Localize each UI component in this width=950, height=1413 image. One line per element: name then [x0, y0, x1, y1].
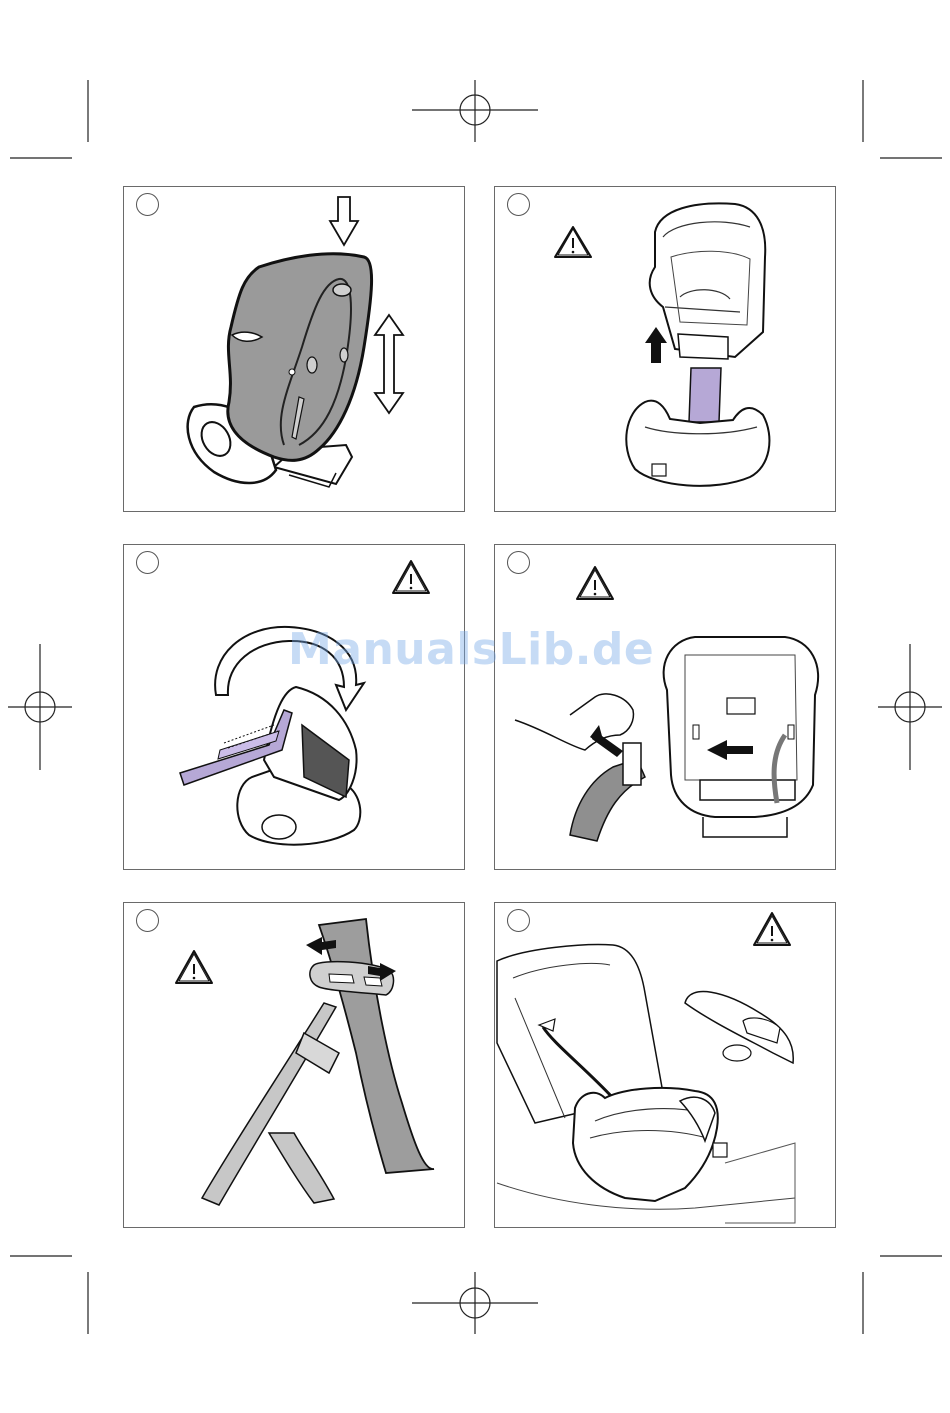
- step-panel-2: [494, 186, 836, 512]
- buckle-connect-illustration: [495, 545, 836, 870]
- step-number-badge: [507, 193, 530, 216]
- registration-mark-right: [878, 644, 942, 770]
- step-panel-6: [494, 902, 836, 1228]
- rotate-guide-illustration: [124, 545, 465, 870]
- step-panel-4: [494, 544, 836, 870]
- warning-icon: [754, 913, 790, 945]
- step-panel-1: [123, 186, 465, 512]
- arrow-up-icon: [645, 327, 667, 363]
- registration-mark-bottom: [412, 1272, 538, 1334]
- booster-in-car-illustration: [495, 903, 836, 1228]
- warning-icon: [577, 567, 613, 599]
- step-panel-3: [123, 544, 465, 870]
- step-number-badge: [507, 551, 530, 574]
- step-panel-5: [123, 902, 465, 1228]
- warning-icon: [555, 227, 591, 257]
- warning-icon: [393, 561, 429, 593]
- step-number-badge: [507, 909, 530, 932]
- registration-mark-top: [412, 80, 538, 142]
- arrow-updown-icon: [375, 315, 403, 413]
- belt-guide-illustration: [124, 903, 465, 1228]
- seat-side-view-illustration: [124, 187, 465, 512]
- warning-icon: [176, 951, 212, 983]
- registration-mark-left: [8, 644, 72, 770]
- backrest-detach-illustration: [495, 187, 836, 512]
- step-number-badge: [136, 551, 159, 574]
- step-number-badge: [136, 909, 159, 932]
- arrow-down-icon: [330, 197, 358, 245]
- step-number-badge: [136, 193, 159, 216]
- watermark-text: ManualsLib.de: [288, 624, 668, 675]
